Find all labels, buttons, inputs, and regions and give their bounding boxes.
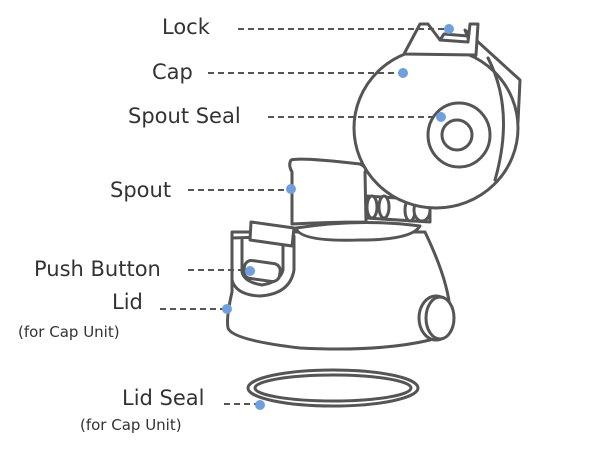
spout bbox=[288, 157, 368, 226]
leader-lines bbox=[160, 28, 446, 405]
label-spout: Spout bbox=[110, 178, 172, 202]
lid-dot bbox=[222, 304, 232, 314]
cap-dot bbox=[398, 68, 408, 78]
label-lid: Lid bbox=[112, 290, 143, 314]
lid-seal-dot bbox=[255, 400, 265, 410]
label-push-button: Push Button bbox=[34, 257, 161, 281]
label-cap: Cap bbox=[152, 60, 193, 84]
label-spout-seal: Spout Seal bbox=[128, 104, 241, 128]
push-button bbox=[242, 258, 282, 284]
label-lid-seal: Lid Seal bbox=[122, 386, 205, 410]
push-button-dot bbox=[245, 266, 255, 276]
label-lock: Lock bbox=[162, 15, 210, 39]
lock bbox=[402, 22, 480, 57]
label-lid-seal-sub: (for Cap Unit) bbox=[80, 416, 182, 434]
spout-dot bbox=[286, 184, 296, 194]
marker-dots bbox=[222, 24, 454, 410]
spout-seal-dot bbox=[436, 112, 446, 122]
lock-dot bbox=[444, 24, 454, 34]
label-lid-sub: (for Cap Unit) bbox=[18, 323, 120, 341]
